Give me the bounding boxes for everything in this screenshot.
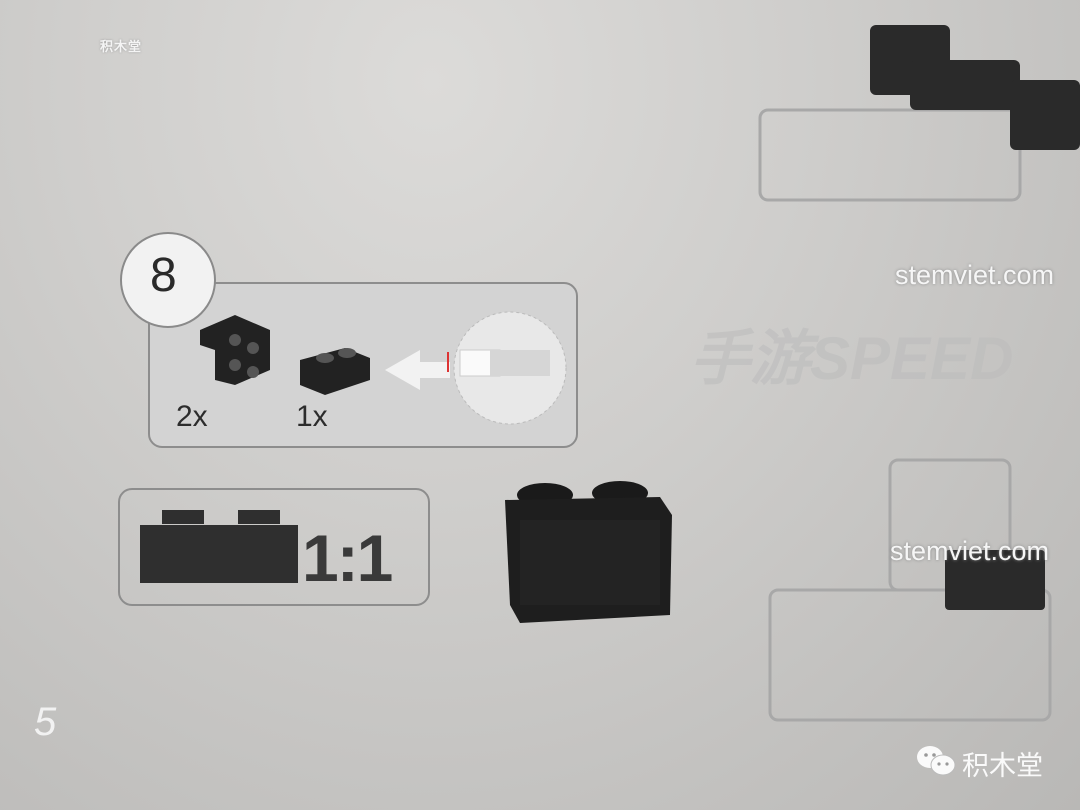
page-number: 5	[34, 700, 57, 744]
brick-1x2-icon	[300, 348, 370, 395]
logo-top: 积木堂	[100, 39, 143, 54]
bracket-brick-icon	[200, 315, 270, 385]
background-logo: 手游SPEED	[690, 325, 1014, 392]
callout-illustration	[385, 311, 567, 425]
part-quantity: 2x	[176, 400, 208, 433]
watermark: stemviet.com	[895, 260, 1055, 290]
model-illustration-top	[758, 25, 1080, 202]
scale-label: 1:1	[302, 521, 393, 595]
watermark: stemviet.com	[890, 536, 1050, 566]
part-quantity: 1x	[296, 400, 328, 433]
scale-box	[118, 488, 430, 606]
step-number: 8	[150, 249, 177, 302]
model-illustration-bottom	[768, 458, 1052, 722]
footer-brand: 积木堂	[962, 751, 1043, 781]
brick-silhouette-1to1	[140, 510, 298, 583]
step-number-circle	[120, 232, 216, 328]
physical-brick	[505, 481, 672, 623]
wechat-icon	[917, 746, 956, 776]
